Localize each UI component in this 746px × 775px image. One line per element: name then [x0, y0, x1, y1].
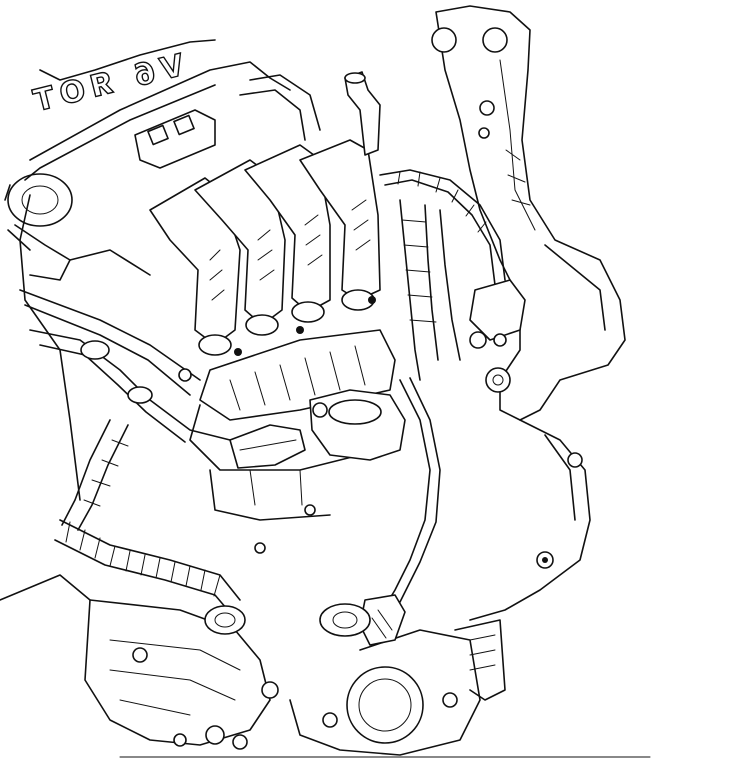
transmission-bellhousing	[289, 419, 591, 756]
oxygen-sensor	[319, 377, 441, 646]
casting-text: V6 ЯOT	[24, 48, 187, 121]
sensor-housing	[229, 389, 406, 469]
fuel-rail	[19, 249, 231, 443]
connector-block	[134, 71, 381, 169]
ignition-coil-pack	[149, 139, 381, 356]
spark-plug-wires	[379, 169, 526, 381]
wiring-harness-loom	[54, 74, 321, 616]
exhaust-manifold	[0, 574, 279, 750]
bolts	[178, 333, 507, 554]
engine-mounting-bracket	[431, 5, 626, 421]
